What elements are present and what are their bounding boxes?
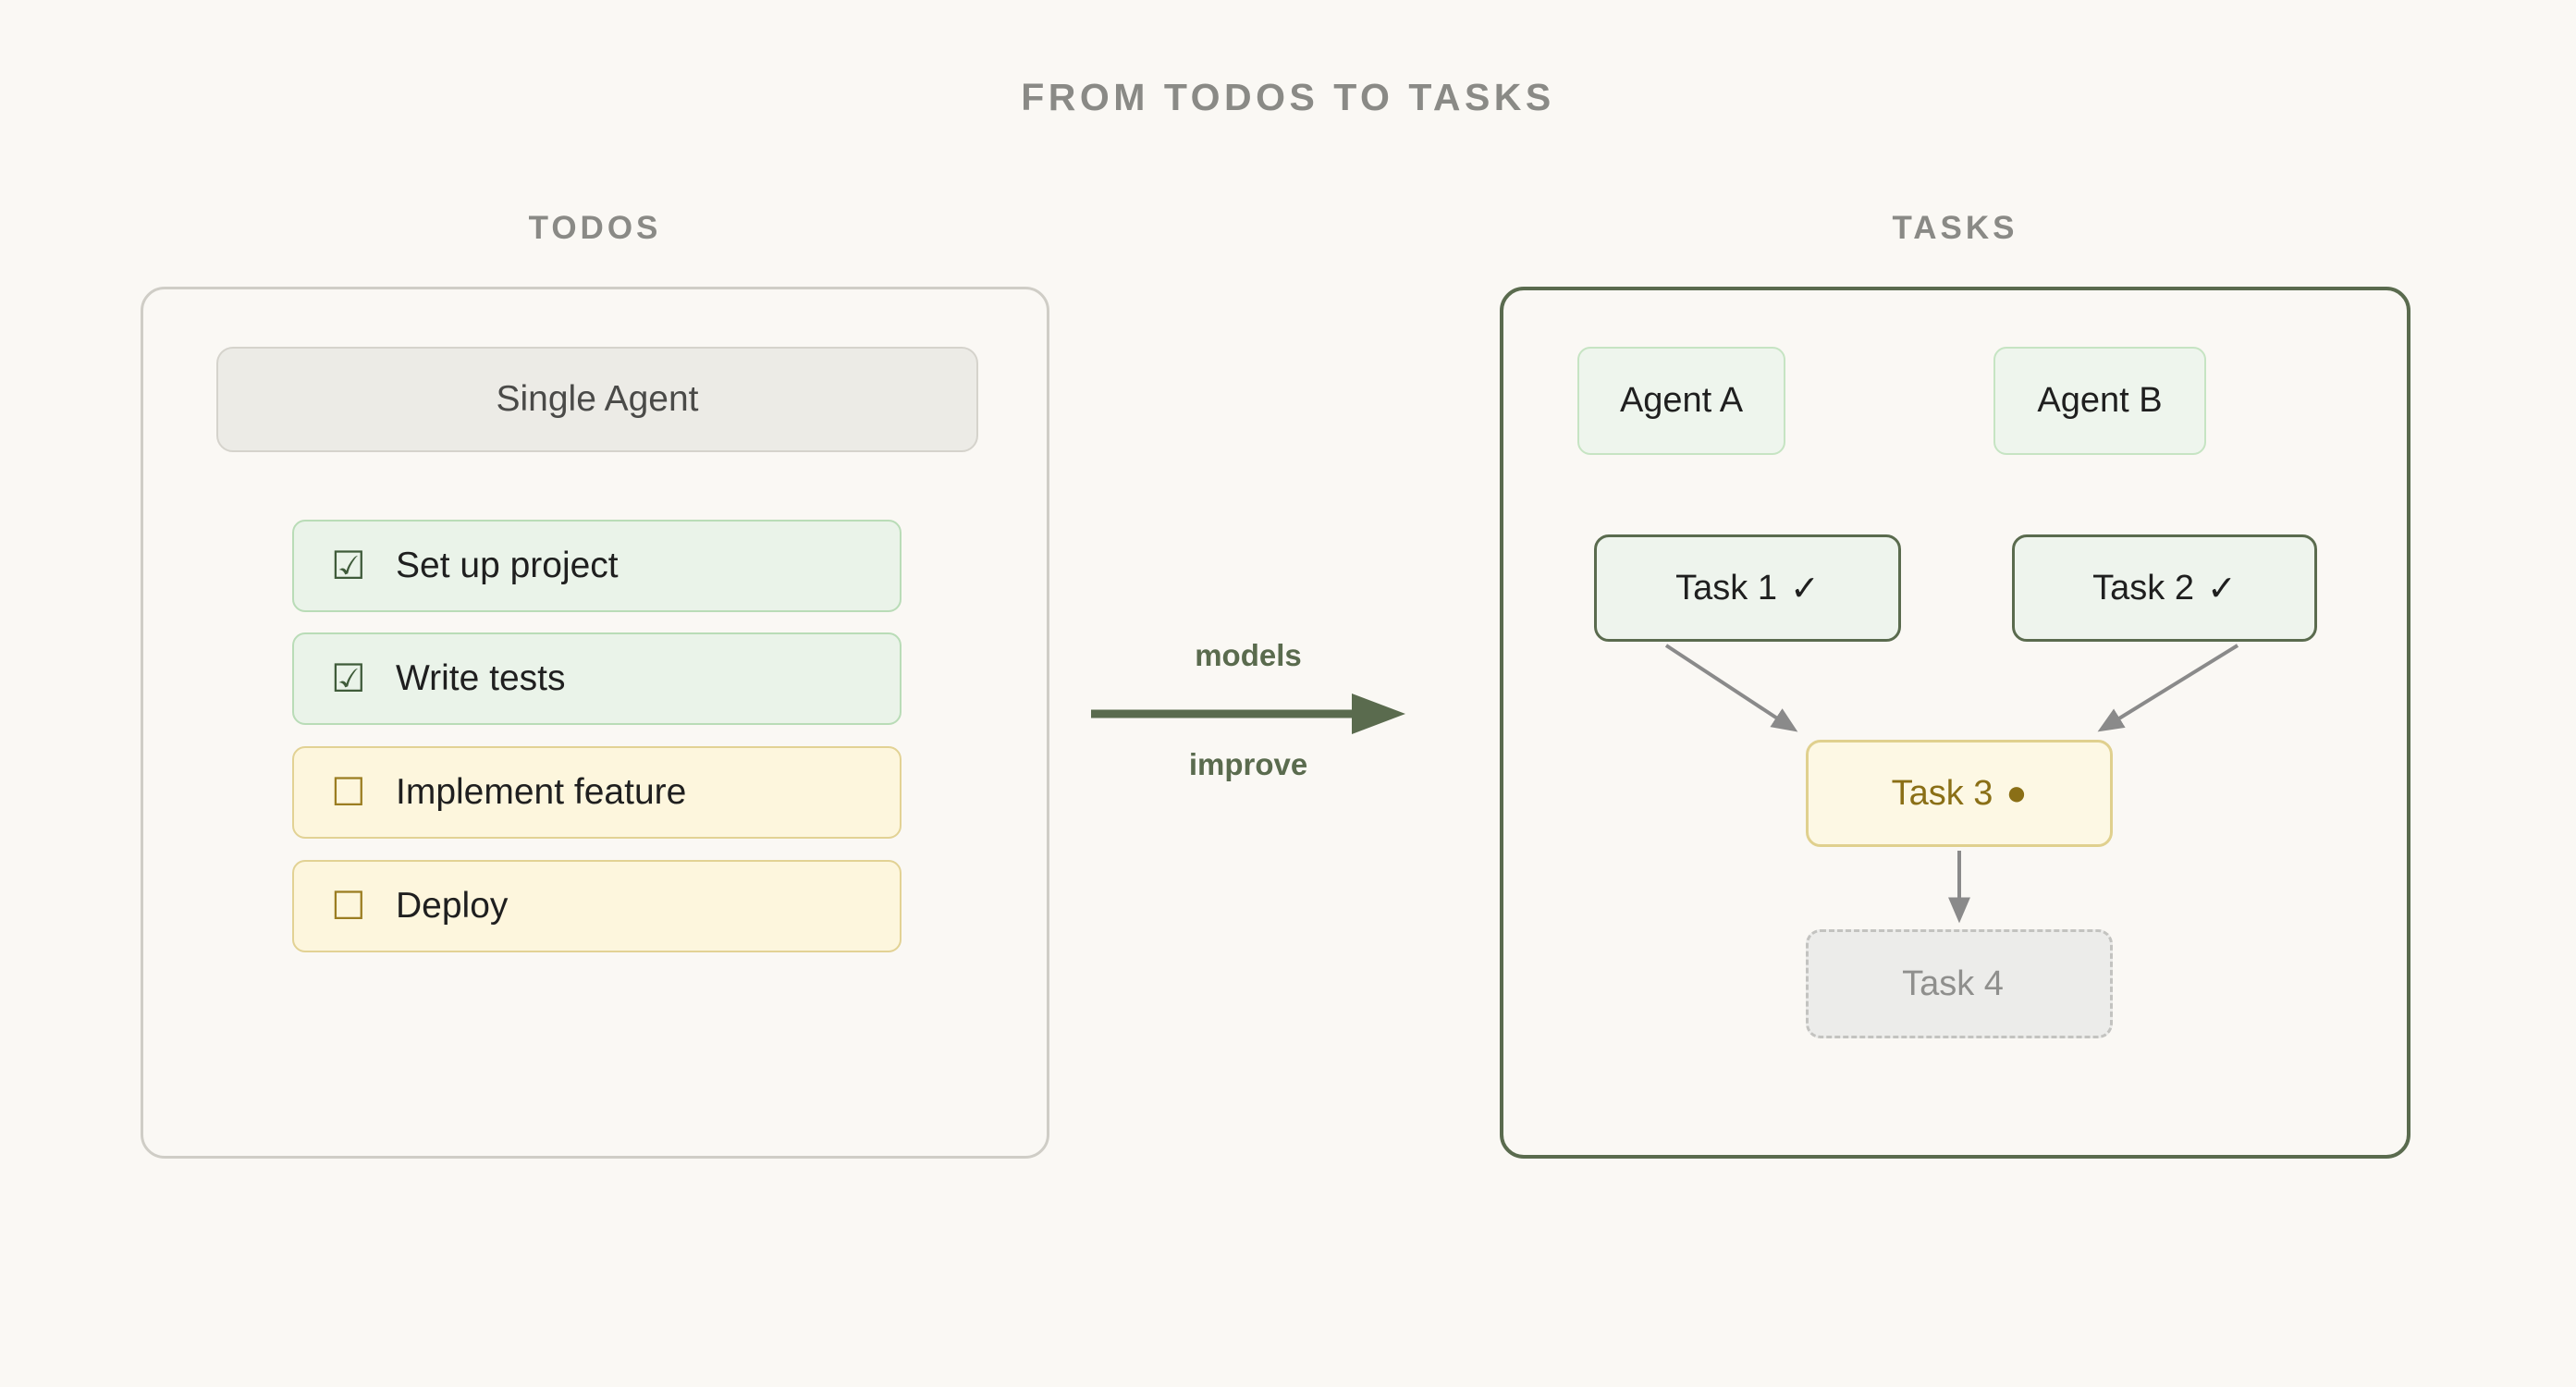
page-title: FROM TODOS TO TASKS [1021,76,1555,118]
checkbox-unchecked-icon[interactable]: ☐ [331,770,366,814]
task-node-task-3[interactable]: Task 3 ● [1806,740,2113,847]
checkbox-checked-icon[interactable]: ☑ [331,657,366,700]
tasks-panel [1500,287,2410,1159]
agent-a-box: Agent A [1577,347,1785,455]
todo-item-label: Set up project [396,546,619,585]
checkbox-checked-icon[interactable]: ☑ [331,544,366,587]
right-arrow-icon [1091,694,1405,734]
checkbox-unchecked-icon[interactable]: ☐ [331,884,366,927]
todos-panel [141,287,1049,1159]
todo-item-set-up-project[interactable]: ☑ Set up project [292,520,902,612]
flow-label-models: models [1195,638,1302,672]
agent-b-box: Agent B [1993,347,2206,455]
in-progress-dot-icon: ● [2006,773,2028,813]
single-agent-box: Single Agent [216,347,978,452]
task-label: Task 2 [2092,568,2194,608]
flow-arrow-group: models improve [1091,638,1442,823]
flow-label-improve: improve [1188,747,1308,781]
check-icon: ✓ [1789,569,1820,608]
tasks-column-heading: TASKS [1892,210,2018,246]
todo-item-label: Write tests [396,658,566,698]
task-node-task-4[interactable]: Task 4 [1806,929,2113,1038]
todo-item-write-tests[interactable]: ☑ Write tests [292,632,902,725]
todos-column-heading: TODOS [528,210,662,246]
todo-item-label: Deploy [396,886,509,926]
todo-item-implement-feature[interactable]: ☐ Implement feature [292,746,902,839]
task-label: Task 3 [1891,773,1993,813]
task-node-task-2[interactable]: Task 2 ✓ [2012,534,2317,642]
task-node-task-1[interactable]: Task 1 ✓ [1594,534,1901,642]
todo-item-deploy[interactable]: ☐ Deploy [292,860,902,952]
task-label: Task 4 [1902,964,2004,1003]
task-label: Task 1 [1675,568,1777,608]
check-icon: ✓ [2206,569,2237,608]
todo-item-label: Implement feature [396,772,687,812]
